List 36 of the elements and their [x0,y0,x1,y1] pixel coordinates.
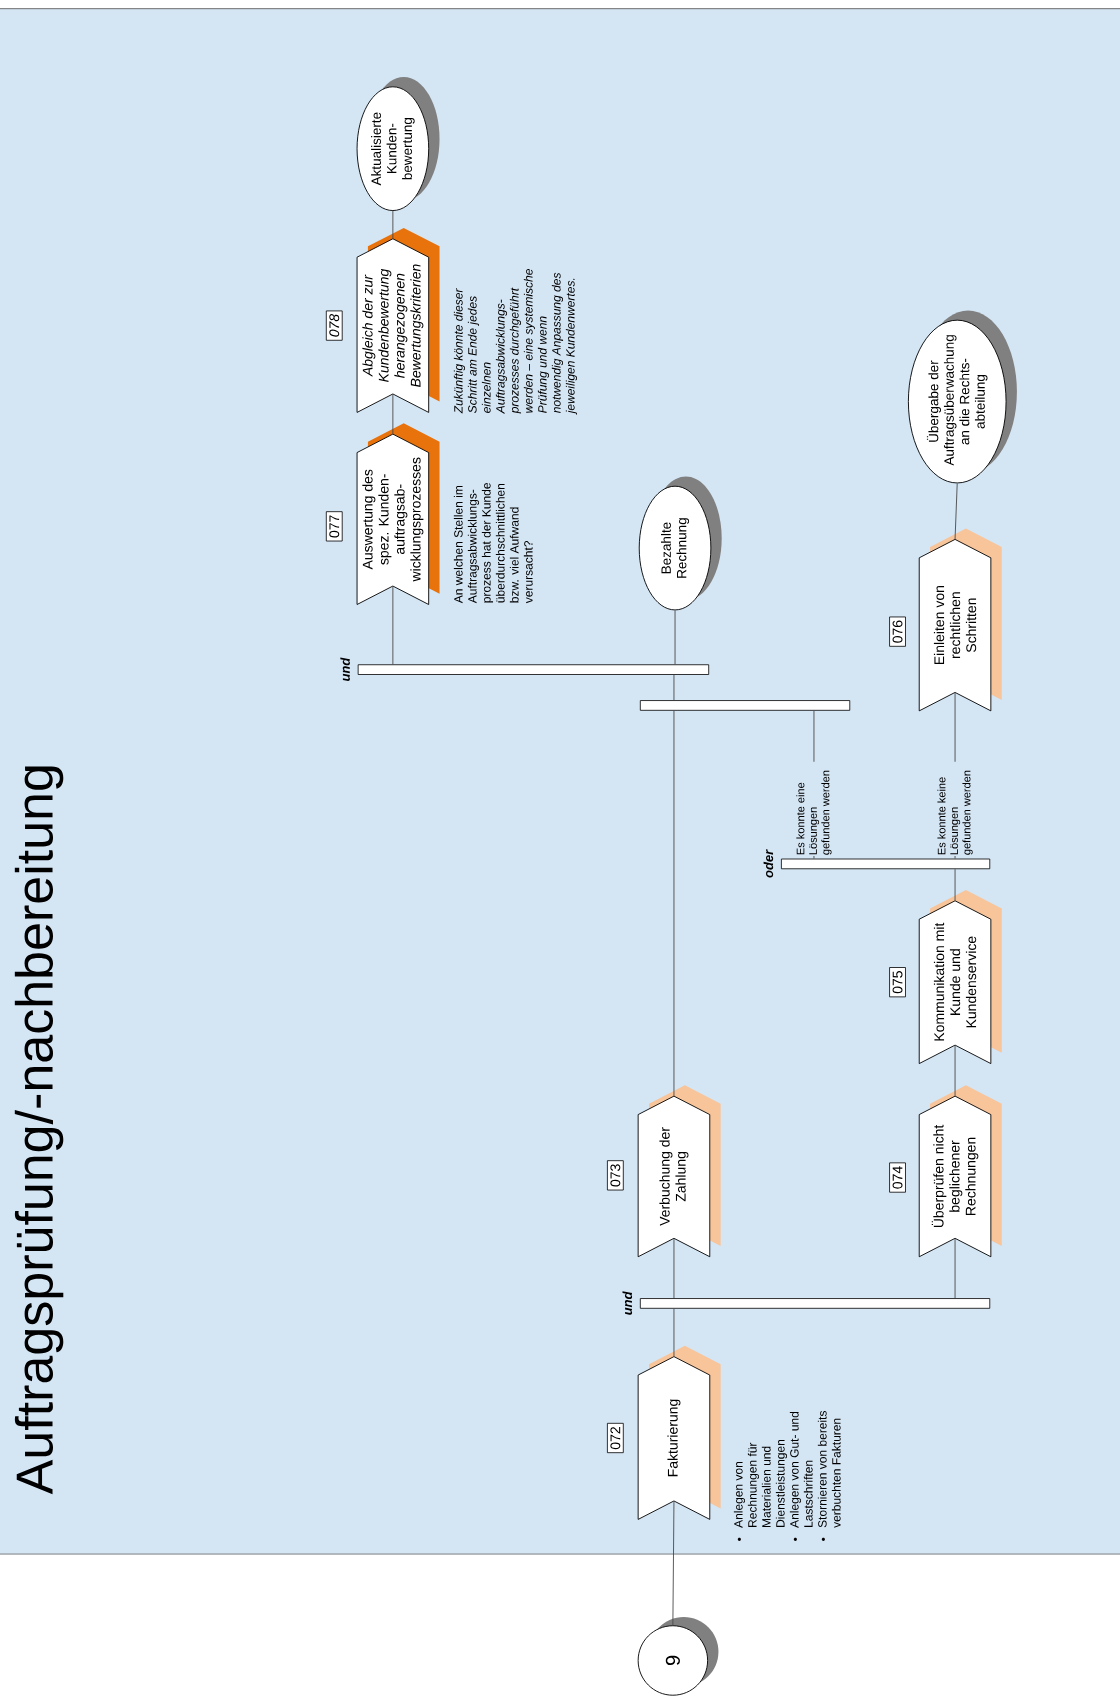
note-text: An welchen Stellen im Auftragsabwicklungs- prozess hat der Kunde überdurchschnittlichen bzw. viel Aufwand verursacht? [453,483,533,604]
connector-line [673,710,675,1097]
step-number: 073 [607,1160,624,1191]
note-text: Zukünftig könnte dieser Schritt am Ende jedes einzelnen Auftragsabwicklungs- prozesses durchgeführt werden – eine systemische Prüfung und wenn notwendig Anpassung des jeweiligen Kundenwertes. [453,269,578,415]
sync-bar [639,700,851,711]
sync-bar [781,858,991,870]
sync-bar [357,664,710,675]
edge-label: Es konnte keine Lösungen gefunden werden [936,761,974,857]
process-step: Fakturierung [637,1345,721,1520]
step-number: 077 [325,511,343,542]
process-step: Auswertung des spez. Kunden- auftragsab- wicklungsprozesses [356,423,440,605]
operator-label: und [340,657,350,681]
connector-line [674,609,676,665]
process-step: Kommunikation mit Kunde und Kundenservice [918,889,1002,1065]
connector-line [954,482,958,540]
connector-line [673,674,675,701]
node-label: 9 [665,1655,680,1666]
step-number: 075 [889,967,906,998]
bullet-list: Anlegen von Rechnungen für Materialien und Dienstleistungen Anlegen von Gut- und Lastschriften Stornieren von bereits verbuchten Fakturen [733,1410,841,1541]
step-number: 078 [325,310,343,341]
process-step: Abgleich der zur Kundenbewertung herangezogenen Bewertungskriterien [356,227,440,413]
connector-line [673,1308,675,1357]
process-step: Einleiten von rechtlichen Schritten [918,528,1002,712]
step-number: 076 [889,616,906,647]
step-number: 072 [607,1422,624,1454]
connector-line [392,393,394,435]
operator-label: und [622,1291,633,1315]
connector-line [954,868,956,902]
title: Auftragsprüfung/-nachbereitung [14,766,64,1495]
operator-label: oder [763,849,774,878]
process-step: Verbuchung der Zahlung [637,1085,721,1258]
edge-label: Es konnte eine Lösungen gefunden werden [795,761,833,857]
process-step: Überprüfen nicht beglichener Rechnungen [918,1085,1002,1258]
sync-bar [639,1298,991,1309]
connector-line [392,210,394,239]
step-number: 074 [889,1162,906,1193]
